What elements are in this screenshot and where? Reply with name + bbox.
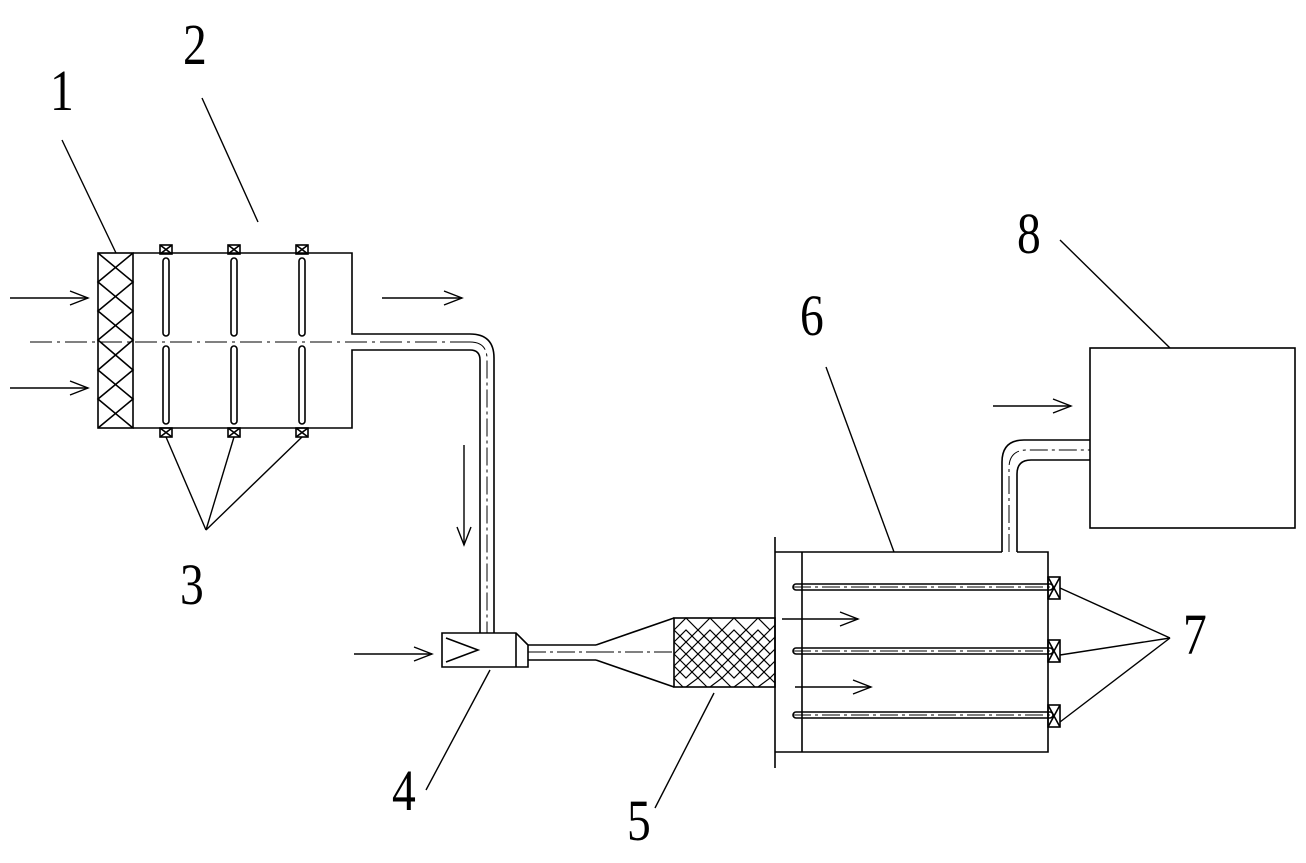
pipe-down: [469, 333, 495, 633]
label-2: 2: [183, 12, 207, 77]
valve-bottom-1: [159, 427, 173, 438]
leader-4: [425, 669, 491, 791]
leader-3a: [165, 436, 207, 531]
leader-5: [654, 692, 715, 809]
valve-right-3: [1047, 704, 1061, 728]
arrow-housing-out: [382, 290, 464, 306]
arrow-mixer-in: [354, 646, 434, 662]
leader-8: [1059, 239, 1171, 349]
inlet-filter: [96, 252, 135, 429]
end-unit-box: [1089, 347, 1296, 529]
leader-7b: [1059, 637, 1171, 656]
horizontal-tubes: [792, 576, 1061, 728]
leader-3b: [205, 436, 235, 531]
leader-7a: [1059, 587, 1171, 639]
label-6: 6: [800, 283, 824, 348]
arrow-to-unit: [993, 398, 1073, 414]
mesh-filter: [673, 617, 776, 688]
valve-top-2: [227, 244, 241, 255]
second-housing: [774, 439, 1090, 768]
leader-7c: [1059, 637, 1171, 723]
leader-1: [61, 139, 117, 254]
diffuser-cone: [595, 617, 675, 688]
label-4: 4: [392, 758, 416, 823]
tube-elements: [159, 244, 309, 438]
label-3: 3: [180, 552, 204, 617]
valve-top-3: [295, 244, 309, 255]
valve-right-1: [1047, 576, 1061, 600]
valve-bottom-3: [295, 427, 309, 438]
valve-top-1: [159, 244, 173, 255]
leader-2: [201, 97, 259, 223]
leader-3c: [205, 436, 303, 531]
label-8: 8: [1017, 201, 1041, 266]
arrow-chamber-2: [795, 679, 873, 695]
label-1: 1: [50, 58, 74, 123]
valve-right-2: [1047, 639, 1061, 663]
label-7: 7: [1183, 602, 1207, 667]
arrow-inlet-top: [10, 290, 90, 306]
flow-arrows: [10, 290, 1073, 695]
arrow-inlet-bottom: [10, 380, 90, 396]
leader-lines: [61, 97, 1171, 809]
label-5: 5: [627, 788, 651, 853]
leader-6: [825, 366, 895, 553]
arrow-chamber-1: [782, 611, 860, 627]
first-housing: [30, 252, 470, 429]
mixer: [441, 632, 596, 668]
arrow-pipe-down: [456, 445, 472, 547]
valve-bottom-2: [227, 427, 241, 438]
